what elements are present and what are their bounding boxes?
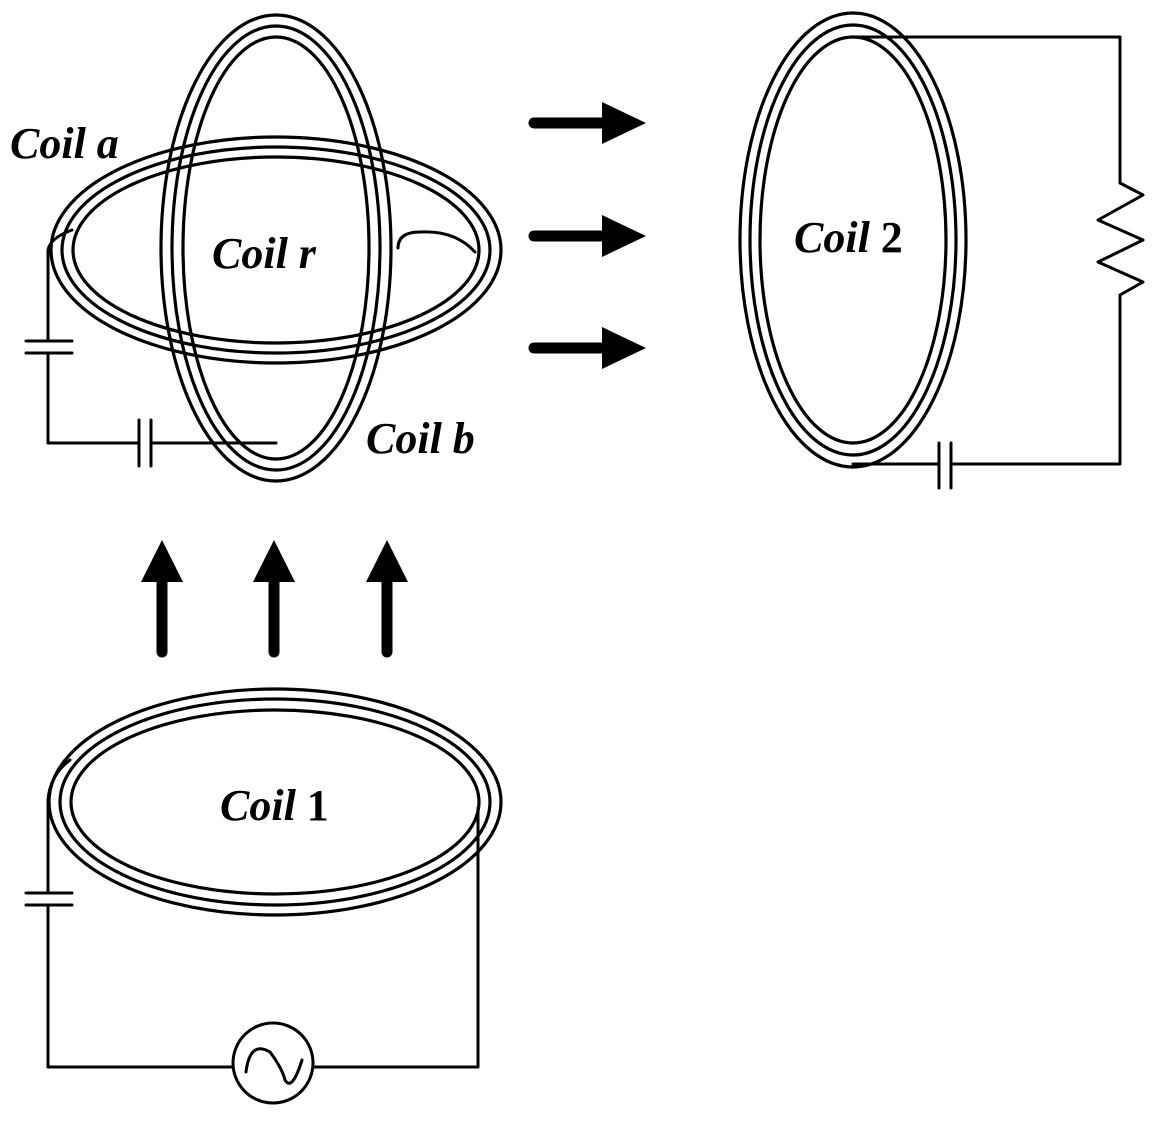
label-coil-a: Coil a — [10, 119, 119, 168]
coil-b-windings — [159, 13, 393, 483]
coil-2-turn-middle — [748, 23, 958, 457]
arrow-right-2 — [528, 215, 646, 257]
coil-a-windings — [49, 135, 503, 365]
arrow-up-2 — [253, 540, 295, 658]
arrow-right-1 — [528, 102, 646, 144]
label-coil-2: Coil 2 — [794, 213, 903, 262]
coil-2-turn-outer — [738, 11, 968, 469]
coil-a-turn-inner — [71, 155, 481, 345]
coil-a-turn-middle — [60, 145, 492, 355]
coil-b-turn-middle — [170, 24, 382, 472]
coil-a-turn-outer — [49, 135, 503, 365]
relay-left-wire-upper — [46, 228, 74, 343]
coil-b-turn-outer — [159, 13, 393, 483]
relay-coil-group: Coil a Coil r Coil b — [10, 13, 503, 483]
label-coil-1: Coil 1 — [220, 781, 329, 830]
ac-source — [231, 1021, 315, 1105]
receiver-top-wire — [848, 35, 1122, 185]
transmitter-left-wire-upper — [46, 758, 72, 895]
transmitter-bottom-right-wire — [311, 806, 480, 1069]
label-coil-r: Coil r — [212, 229, 317, 278]
transmitter-coil-group: Coil 1 — [24, 687, 503, 1105]
label-coil-b: Coil b — [366, 414, 475, 463]
coil-a-inner-lead — [396, 230, 477, 254]
receiver-capacitor — [937, 441, 953, 490]
resistor-load — [1096, 181, 1145, 297]
transmitter-left-wire-lower — [46, 903, 235, 1069]
arrow-up-3 — [366, 540, 408, 658]
arrow-up-1 — [141, 540, 183, 658]
upward-flux-arrows — [141, 540, 408, 658]
transmitter-capacitor — [24, 891, 74, 907]
relay-capacitor-left — [24, 339, 74, 355]
receiver-coil-group: Coil 2 — [738, 11, 1145, 490]
ac-source-circle — [231, 1021, 315, 1105]
relay-capacitor-bottom — [137, 418, 153, 468]
ac-source-sine-icon — [244, 1047, 304, 1085]
coil-b-turn-inner — [181, 35, 371, 461]
coil-1-turn-middle — [58, 697, 492, 907]
coil-1-turn-inner — [69, 708, 481, 896]
receiver-right-wire-lower — [949, 293, 1122, 466]
relay-left-wire-lower — [46, 351, 140, 445]
arrow-right-3 — [528, 327, 646, 369]
rightward-flux-arrows — [528, 102, 646, 369]
